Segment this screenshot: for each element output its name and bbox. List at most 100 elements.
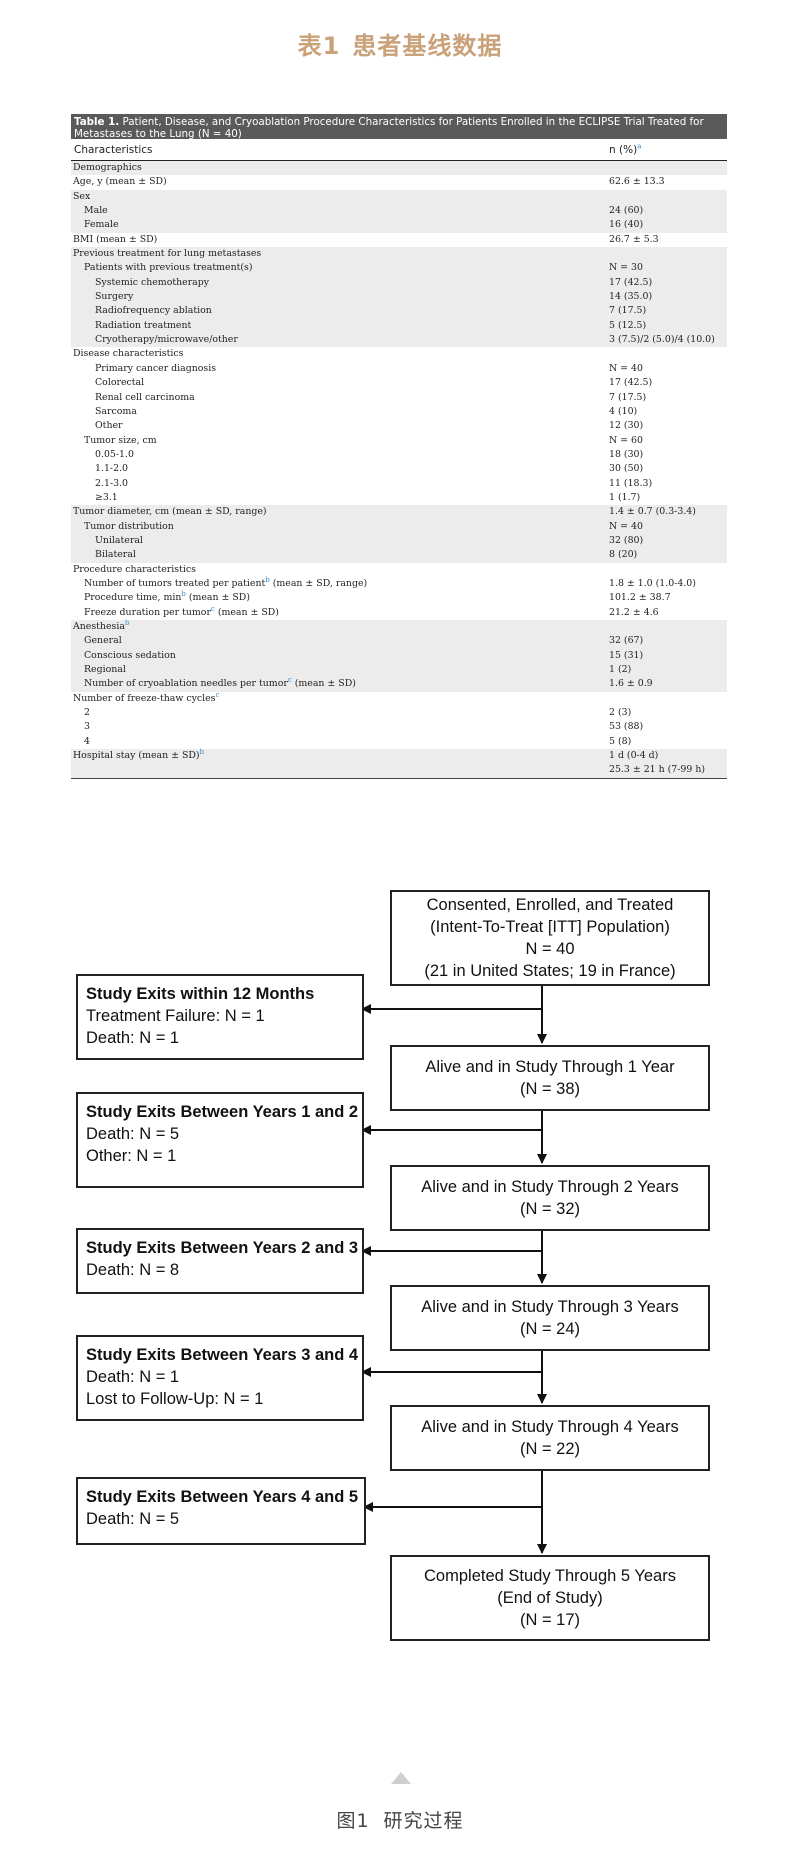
row-characteristic: Tumor diameter, cm (mean ± SD, range) [73,506,267,518]
footnote-mark: c [210,604,215,613]
row-value: 2 (3) [609,707,632,719]
row-value: 32 (67) [609,635,644,647]
row-characteristic: Procedure characteristics [73,563,196,575]
row-value: 3 (7.5)/2 (5.0)/4 (10.0) [609,334,715,346]
row-value: 12 (30) [609,420,644,432]
row-characteristic: Male [84,205,108,217]
table-row: Primary cancer diagnosis N = 40 [71,362,727,376]
table-row: 2 2 (3) [71,706,727,720]
row-characteristic: Demographics [73,162,142,173]
row-characteristic: 3 [84,721,90,733]
table-row: Age, y (mean ± SD) 62.6 ± 13.3 [71,175,727,189]
row-characteristic: Age, y (mean ± SD) [73,176,167,188]
row-characteristic: Surgery [95,291,134,303]
row-value: N = 40 [609,520,643,532]
footnote-mark: c [215,690,220,699]
row-value: 1 (1.7) [609,491,641,503]
row-characteristic: General [84,635,122,647]
row-value: 62.6 ± 13.3 [609,176,665,188]
row-value: 24 (60) [609,205,644,217]
table-row: Number of cryoablation needles per tumor… [71,677,727,692]
row-value: 11 (18.3) [609,477,653,489]
table-row: Patients with previous treatment(s)N = 3… [71,261,727,276]
row-characteristic: Tumor distribution [84,520,174,532]
heading-title: 患者基线数据 [352,32,503,60]
box-year-1: Alive and in Study Through 1 Year (N = 3… [390,1045,710,1111]
row-characteristic: Patients with previous treatment(s) [84,262,253,274]
row-characteristic: 4 [84,735,90,747]
table-row: Number of tumors treated per patientb (m… [71,575,727,591]
table-row: Bilateral 8 (20) [71,548,727,563]
row-value: 1.8 ± 1.0 (1.0-4.0) [609,577,696,589]
table-row: 25.3 ± 21 h (7-99 h) [71,763,727,778]
box-year-3: Alive and in Study Through 3 Years (N = … [390,1285,710,1351]
row-value: 25.3 ± 21 h (7-99 h) [609,764,706,776]
box-exits-years-2-3: Study Exits Between Years 2 and 3 Death:… [76,1228,364,1294]
row-characteristic: ≥3.1 [95,491,118,503]
footnote-mark: b [199,747,205,756]
row-characteristic: Number of tumors treated per patientb (m… [84,575,368,589]
table-caption: Table 1. Patient, Disease, and Cryoablat… [71,114,727,140]
row-value: 21.2 ± 4.6 [609,606,659,618]
row-characteristic: Previous treatment for lung metastases [73,248,262,260]
box-exits-12-months: Study Exits within 12 Months Treatment F… [76,974,364,1060]
footnote-mark: b [265,575,270,584]
table-row: Number of freeze-thaw cyclesc [71,690,727,706]
row-value: N = 60 [609,434,643,446]
box-year-2: Alive and in Study Through 2 Years (N = … [390,1165,710,1231]
box-completed: Completed Study Through 5 Years (End of … [390,1555,710,1641]
footnote-mark: b [181,590,186,599]
table-row: Radiation treatment 5 (12.5) [71,318,727,334]
row-value: 1 (2) [609,664,632,676]
box-exits-years-4-5: Study Exits Between Years 4 and 5 Death:… [76,1477,366,1545]
row-characteristic: Sarcoma [95,405,137,417]
heading-number: 表1 [297,32,341,60]
footnote-mark: a [637,142,642,151]
table-row: Disease characteristics [71,347,727,361]
table-row: Procedure time, minb (mean ± SD)101.2 ± … [71,591,727,605]
figure-number: 图1 [336,1810,370,1832]
row-characteristic: Primary cancer diagnosis [95,362,217,374]
table-row: Anesthesiab [71,619,727,635]
row-value: 7 (17.5) [609,305,647,317]
row-characteristic: Bilateral [95,549,136,561]
row-value: 53 (88) [609,721,644,733]
row-characteristic: BMI (mean ± SD) [73,233,158,245]
table-header: Characteristics n (%)a [71,139,727,161]
row-value: 1.4 ± 0.7 (0.3-3.4) [609,506,696,518]
table-row: General 32 (67) [71,634,727,649]
table-row: Previous treatment for lung metastases [71,247,727,262]
row-characteristic: Cryotherapy/microwave/other [95,334,238,346]
row-value: N = 40 [609,362,643,374]
row-characteristic: Radiation treatment [95,319,192,331]
row-characteristic: Sex [73,190,91,202]
row-value: 5 (12.5) [609,319,647,331]
table-row: 1.1-2.0 30 (50) [71,462,727,476]
row-characteristic: 1.1-2.0 [95,463,128,475]
row-value: 1.6 ± 0.9 [609,678,653,690]
row-characteristic: Freeze duration per tumorc (mean ± SD) [84,604,279,618]
row-characteristic: 2 [84,707,90,719]
table-row: ≥3.1 1 (1.7) [71,491,727,505]
table-row: Procedure characteristics [71,563,727,577]
row-value: 30 (50) [609,463,644,475]
row-characteristic: Renal cell carcinoma [95,391,195,403]
row-value: 18 (30) [609,448,644,460]
row-characteristic: Radiofrequency ablation [95,305,212,317]
row-value: 8 (20) [609,549,638,561]
